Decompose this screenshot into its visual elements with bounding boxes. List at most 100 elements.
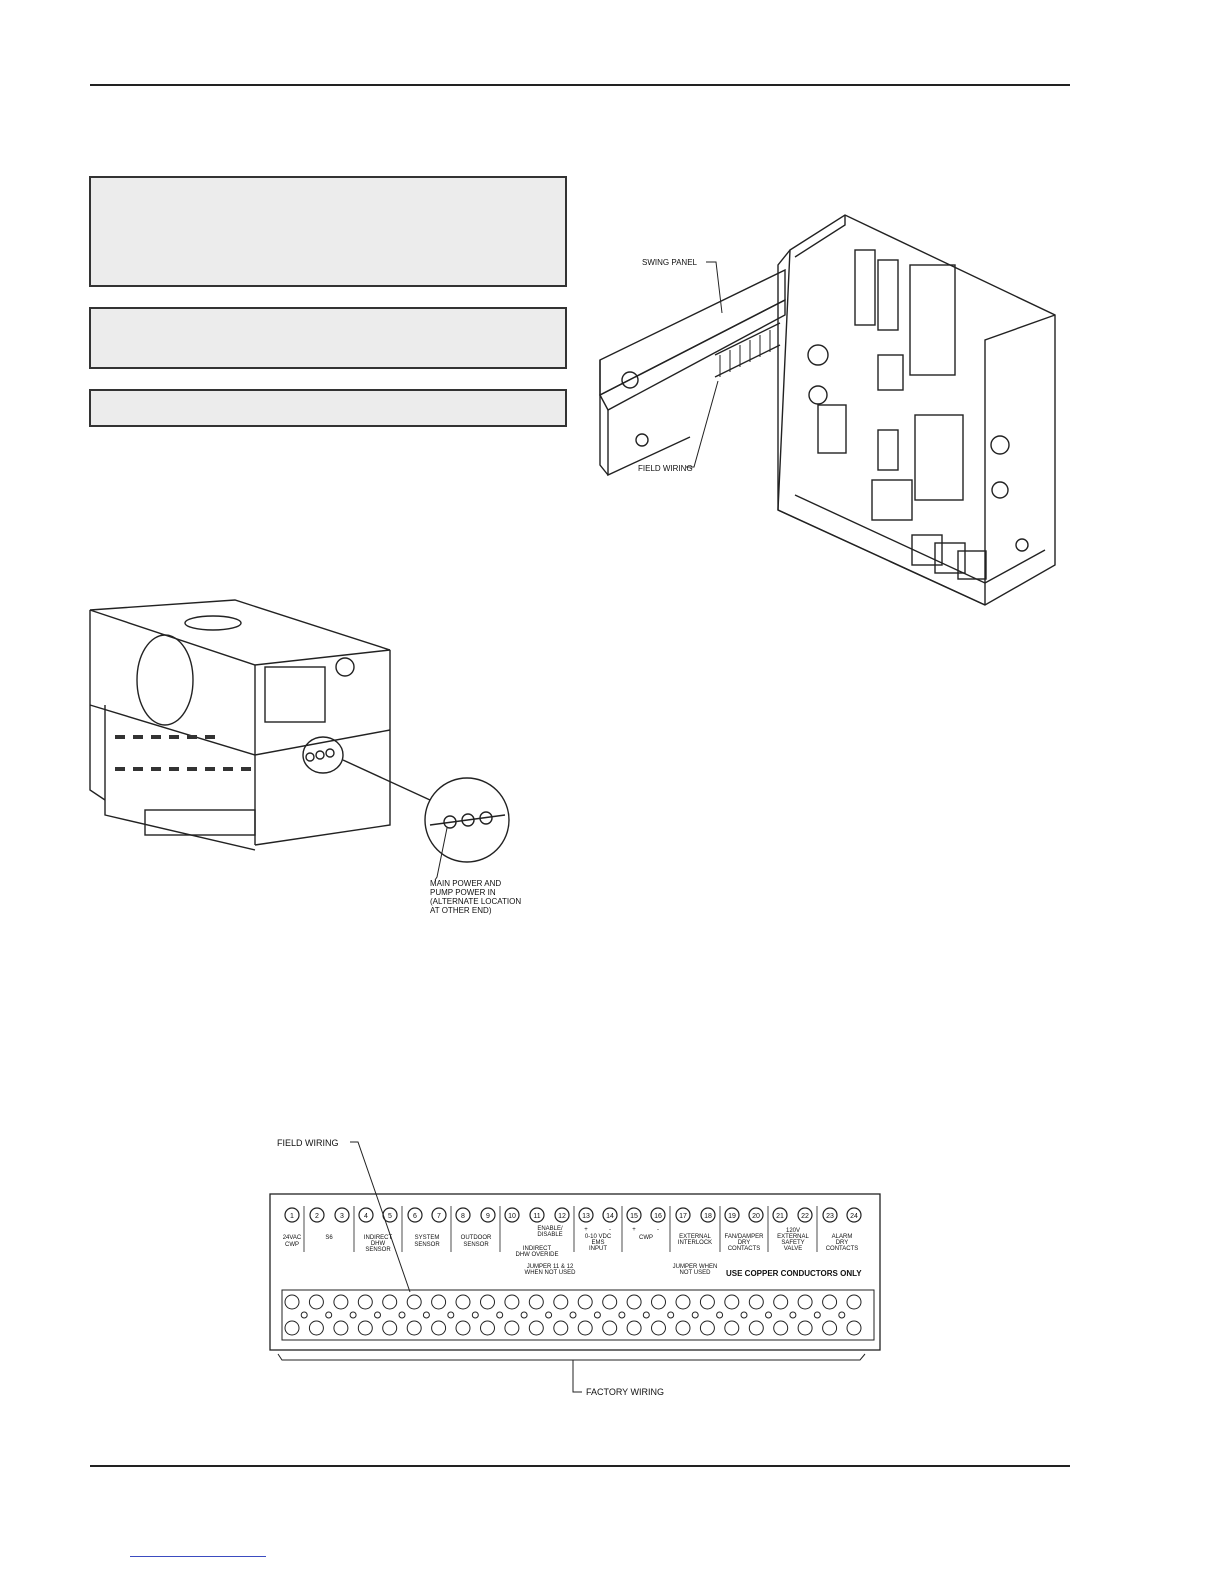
terminal-screw [480,1320,495,1336]
terminal-strip-figure: FIELD WIRING 1 2 3 4 5 6 7 8 9 10 11 12 … [269,1138,881,1397]
strip-hole [813,1311,821,1319]
footer-rule [90,1465,1070,1467]
group-24vac-l1: 24VAC [283,1235,302,1241]
terminal-screw [382,1320,398,1336]
terminal-screw [626,1294,642,1310]
strip-hole [349,1311,357,1319]
group-safety-l2: EXTERNAL [777,1234,809,1240]
terminal-screw [748,1294,764,1310]
terminal-screw [675,1320,691,1336]
notice-box-2 [89,307,567,369]
terminal-screw [284,1294,300,1310]
group-safety-l1: 120V [786,1228,800,1234]
polarity-13: + [584,1227,588,1233]
rooftop-unit-figure: MAIN POWER AND PUMP POWER IN (ALTERNATE … [89,599,521,915]
power-callout-line-3: (ALTERNATE LOCATION [430,897,521,906]
strip-hole [471,1311,479,1319]
group-cwp: CWP [639,1235,653,1241]
terminal-screw [822,1294,838,1310]
terminal-16: 16 [654,1213,662,1220]
group-outdoor-l2: SENSOR [463,1242,489,1248]
group-s6: S6 [325,1235,333,1241]
group-enable-l2: DISABLE [537,1232,562,1238]
strip-hole [838,1311,846,1319]
group-dhw-override-l1: INDIRECT [523,1246,552,1252]
terminal-11: 11 [533,1213,540,1220]
terminal-screw [797,1294,813,1310]
group-interlock-l1: EXTERNAL [679,1234,711,1240]
terminal-screw [455,1320,471,1336]
terminal-screw [504,1294,520,1310]
polarity-16: - [657,1227,659,1233]
field-wiring-label-fig3: FIELD WIRING [277,1138,339,1148]
group-alarm-l2: DRY [836,1240,849,1246]
jumper-11-12-l1: JUMPER 11 & 12 [527,1264,574,1270]
terminal-screw [406,1294,422,1310]
terminal-screw [651,1320,666,1336]
terminal-screw [431,1294,447,1310]
terminal-screw [455,1294,471,1310]
terminal-screw [651,1294,666,1310]
terminal-screw [528,1294,544,1310]
strip-hole [691,1311,699,1319]
group-dhw-override-l2: DHW OVERIDE [515,1252,558,1258]
strip-hole [325,1311,333,1319]
footer-link-underline[interactable] [130,1556,266,1557]
terminal-screw [553,1320,569,1336]
strip-hole [618,1311,626,1319]
terminal-screw [626,1320,642,1336]
strip-hole [765,1311,772,1319]
terminal-8: 8 [461,1213,465,1220]
group-ems-l3: INPUT [589,1246,607,1252]
group-24vac-l2: CWP [285,1242,299,1248]
terminal-9: 9 [486,1213,490,1220]
strip-hole [545,1311,553,1319]
group-ems-l2: EMS [591,1240,604,1246]
power-callout-line-1: MAIN POWER AND [430,879,501,888]
terminal-18: 18 [704,1213,712,1220]
terminal-screw [553,1294,569,1310]
strip-hole [740,1311,748,1319]
terminal-screw [724,1294,740,1310]
terminal-22: 22 [801,1213,809,1220]
terminal-screw [504,1320,520,1336]
terminal-screw [797,1320,813,1336]
group-alarm-l1: ALARM [832,1234,853,1240]
terminal-screw [357,1320,373,1336]
group-enable-l1: ENABLE/ [537,1226,563,1232]
group-system-l1: SYSTEM [415,1235,440,1241]
terminal-5: 5 [388,1213,392,1220]
strip-hole [593,1311,601,1319]
group-safety-l4: VALVE [784,1246,802,1252]
strip-hole [422,1311,430,1319]
group-outdoor-l1: OUTDOOR [461,1235,492,1241]
group-fan-l2: DRY [738,1240,751,1246]
strip-hole [716,1311,724,1319]
polarity-15: + [632,1227,636,1233]
terminal-screw [846,1294,862,1310]
terminal-screw [773,1294,789,1310]
strip-hole [300,1311,308,1319]
terminal-7: 7 [437,1213,441,1220]
jumper-17-18-l2: NOT USED [680,1270,712,1276]
field-wiring-label-fig1: FIELD WIRING [638,464,693,473]
control-box-figure: SWING PANEL FIELD WIRING [599,214,1056,606]
terminal-24: 24 [850,1213,858,1220]
terminal-screw [748,1320,764,1336]
group-indirect-l3: SENSOR [365,1247,391,1253]
terminal-screw [602,1320,618,1336]
terminal-19: 19 [728,1213,736,1220]
group-alarm-l3: CONTACTS [826,1246,859,1252]
header-rule [90,84,1070,86]
terminal-10: 10 [508,1213,516,1220]
terminal-screw [357,1294,373,1310]
notice-box-3 [89,389,567,427]
group-interlock-l2: INTERLOCK [678,1240,712,1246]
terminal-screw [699,1320,715,1336]
strip-hole [374,1311,381,1319]
terminal-screw [846,1320,862,1336]
power-callout-line-4: AT OTHER END) [430,906,492,915]
group-system-l2: SENSOR [414,1242,440,1248]
terminal-screw [308,1294,324,1310]
terminal-screw [308,1320,324,1336]
